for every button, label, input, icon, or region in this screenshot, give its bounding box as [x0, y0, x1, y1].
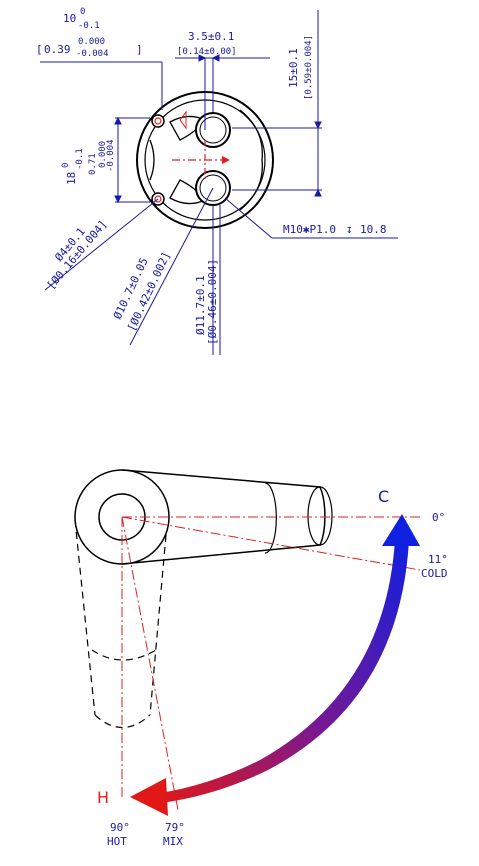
cold-letter: C — [378, 487, 389, 506]
dim-height-left-in-lower: -0.004 — [106, 139, 116, 172]
dim-width-bracket-open: [ — [36, 43, 43, 56]
angle-hot-label: 90° — [110, 821, 130, 834]
web-shape-right — [239, 109, 263, 211]
mix-label: MIX — [163, 835, 183, 848]
dim-height-left-in-nominal: 0.71 — [88, 153, 98, 175]
dim-width-in-lower: -0.004 — [76, 49, 109, 59]
dim-offset: 3.5±0.1 — [188, 30, 234, 43]
dim-width-nominal: 10 — [63, 12, 76, 25]
thread-depth-symbol: ↧ — [346, 223, 353, 236]
dim-width-in-upper: 0.000 — [78, 37, 105, 47]
dim-height-left-lower: -0.1 — [75, 148, 85, 170]
angle-mix-label: 79° — [165, 821, 185, 834]
hot-arrowhead — [130, 778, 168, 816]
dim-width-upper: 0 — [80, 7, 85, 17]
dim-port-outer-in: [Ø0.46±0.004] — [206, 259, 219, 345]
locating-hole-lower-mark — [154, 195, 162, 203]
dimension-lines — [40, 10, 398, 355]
port-upper — [195, 112, 231, 148]
port-lower-inner — [199, 174, 227, 202]
handle-arm-end — [307, 486, 333, 546]
dim-width-lower: -0.1 — [78, 21, 100, 31]
web-shape-left — [149, 139, 155, 181]
locating-hole-upper-mark — [154, 117, 162, 125]
top-view-drawing: 10 0 -0.1 [ 0.39 0.000 -0.004 ] 3.5±0.1 … — [36, 7, 398, 355]
center-arrow — [222, 156, 230, 164]
rotation-diagram: C H 0° 11° COLD 90° HOT 79° MIX — [74, 469, 448, 848]
dim-height-right-in: [0.59±0.004] — [304, 35, 314, 100]
hot-letter: H — [97, 788, 109, 807]
hole-marker-red — [179, 110, 187, 130]
handle-arm-band — [264, 482, 277, 554]
dim-height-left-in-upper: 0.000 — [98, 141, 108, 168]
dim-width-bracket-close: ] — [136, 43, 143, 56]
reference-lines — [121, 516, 421, 811]
cold-arrowhead — [382, 514, 420, 546]
dim-height-left-upper: 0 — [61, 163, 71, 168]
handle-arm-cold — [121, 469, 326, 565]
handle-arm-hot-dashed — [74, 519, 167, 728]
rotation-arc — [160, 540, 409, 803]
angle-cold-label: 11° — [428, 553, 448, 566]
dim-height-right: 15±0.1 — [287, 48, 300, 88]
dim-port-outer: Ø11.7±0.1 — [194, 275, 207, 335]
locating-hole-upper — [151, 114, 165, 128]
dim-thread-depth: 10.8 — [360, 223, 387, 236]
dim-offset-in: [0.14±0.00] — [177, 47, 237, 57]
dim-height-left: 18 0 -0.1 0.000 0.71 -0.004 — [61, 139, 116, 185]
hot-label: HOT — [107, 835, 127, 848]
angle-zero-label: 0° — [432, 511, 445, 524]
port-upper-inner — [199, 116, 227, 144]
cold-label: COLD — [421, 567, 448, 580]
dim-width: 10 0 -0.1 [ 0.39 0.000 -0.004 ] — [36, 7, 143, 59]
dim-width-in-nominal: 0.39 — [44, 43, 71, 56]
dim-thread: M10✱P1.0 — [283, 223, 336, 236]
dim-height-left-nominal: 18 — [65, 172, 78, 185]
